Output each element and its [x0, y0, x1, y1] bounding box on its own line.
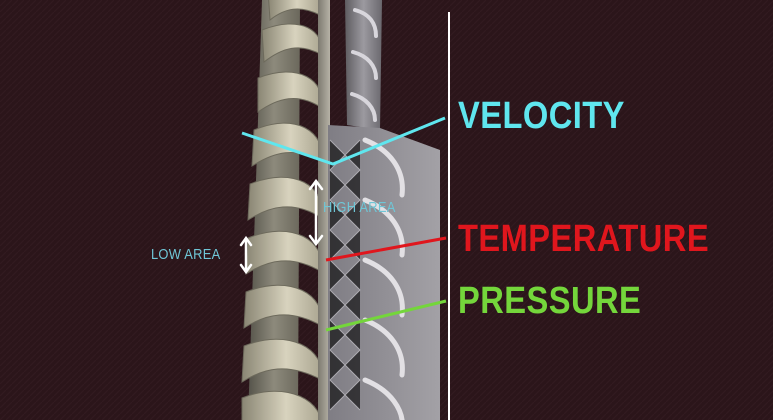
temperature-label: TEMPERATURE — [458, 218, 710, 260]
lower-stage-vanes — [362, 137, 405, 420]
second-stage-vanes — [350, 8, 378, 122]
temperature-line — [325, 236, 447, 262]
high-area-label: HIGH AREA — [323, 199, 396, 216]
hub-strip — [318, 0, 330, 420]
velocity-line — [241, 116, 446, 166]
low-area-label: LOW AREA — [151, 246, 221, 263]
pressure-label: PRESSURE — [458, 280, 642, 322]
velocity-label: VELOCITY — [458, 95, 625, 137]
high-area-arrow — [308, 178, 324, 247]
pressure-line — [325, 299, 447, 332]
second-stage-upper — [345, 0, 382, 130]
low-area-arrow — [239, 235, 253, 275]
casing-lattice — [329, 139, 361, 411]
